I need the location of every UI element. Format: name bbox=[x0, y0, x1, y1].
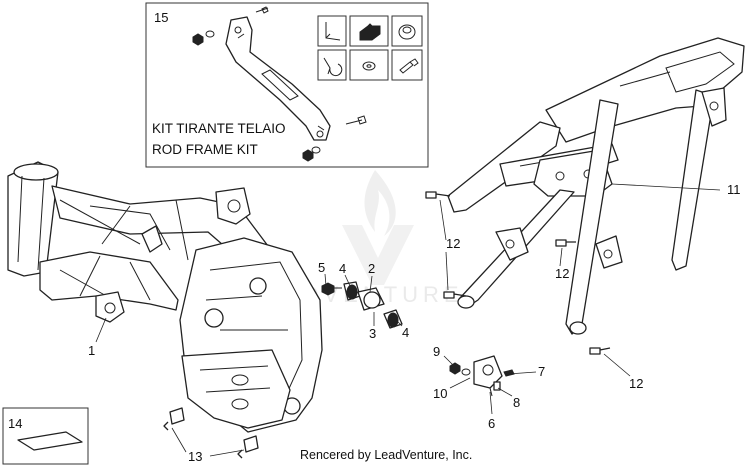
callout-12-right: 12 bbox=[629, 376, 643, 391]
kit-screw-right bbox=[345, 115, 367, 125]
rod-frame-kit-box: 15 KIT TIRANTE TELAIO ROD FRAME KIT bbox=[145, 2, 429, 168]
callout-12-left: 12 bbox=[446, 236, 460, 251]
bolt-12-mid bbox=[555, 239, 576, 247]
subframe-strut-far bbox=[671, 89, 715, 271]
cap-icon bbox=[398, 24, 416, 40]
callout-9: 9 bbox=[433, 344, 440, 359]
swingarm-bushings bbox=[321, 281, 403, 329]
kit-screw-top bbox=[255, 6, 269, 14]
lower-trellis bbox=[39, 251, 179, 311]
sensor-nut bbox=[449, 362, 461, 375]
callout-1: 1 bbox=[88, 343, 95, 358]
kit-nut-left bbox=[192, 33, 204, 46]
subframe-bolts bbox=[425, 191, 611, 355]
adhesive-pad-box: 14 bbox=[2, 407, 89, 465]
watermark-v-icon bbox=[342, 225, 414, 285]
callout-5: 5 bbox=[318, 260, 325, 275]
callout-11: 11 bbox=[727, 182, 741, 197]
bolt-12-top bbox=[425, 191, 451, 199]
callout-labels: 1 2 3 4 4 5 6 7 8 9 10 11 12 12 12 13 bbox=[88, 182, 741, 464]
sensor-washer bbox=[461, 368, 471, 376]
callout-7: 7 bbox=[538, 364, 545, 379]
callout-8: 8 bbox=[513, 395, 520, 410]
kit-title-italian: KIT TIRANTE TELAIO bbox=[152, 121, 286, 136]
sensor-assembly bbox=[449, 355, 515, 397]
leader-lines bbox=[95, 183, 721, 457]
kit-rod-strap bbox=[225, 16, 331, 141]
callout-10: 10 bbox=[433, 386, 447, 401]
kit-box-border bbox=[145, 2, 429, 168]
mounting-pins bbox=[163, 407, 259, 459]
washer-icon bbox=[362, 61, 376, 71]
box-14-number: 14 bbox=[8, 416, 22, 431]
callout-12-mid: 12 bbox=[555, 266, 569, 281]
adhesive-pad bbox=[17, 431, 83, 451]
clip-icon bbox=[359, 23, 381, 41]
kit-hardware bbox=[192, 6, 367, 162]
rear-subframe bbox=[447, 37, 745, 335]
kit-icon-grid bbox=[317, 15, 423, 81]
callout-6: 6 bbox=[488, 416, 495, 431]
sensor-screw bbox=[503, 369, 515, 377]
lower-engine-mount bbox=[181, 349, 291, 429]
mounting-pin-left bbox=[163, 407, 185, 431]
box-14-border bbox=[2, 407, 89, 465]
kit-title-english: ROD FRAME KIT bbox=[152, 142, 258, 157]
watermark-flame-icon bbox=[364, 170, 396, 236]
bolt-12-bottom bbox=[589, 347, 611, 355]
callout-4a: 4 bbox=[339, 261, 346, 276]
bracket-icon bbox=[325, 22, 341, 41]
kit-nut-bottom bbox=[302, 149, 314, 162]
bolt-icon bbox=[399, 58, 419, 74]
mounting-pin-right bbox=[237, 435, 259, 459]
clamp-icon bbox=[323, 57, 343, 77]
callout-4b: 4 bbox=[402, 325, 409, 340]
kit-washer-bottom bbox=[311, 146, 321, 154]
bushing-screw bbox=[321, 282, 335, 296]
callout-3: 3 bbox=[369, 326, 376, 341]
callout-2: 2 bbox=[368, 261, 375, 276]
rendered-by-credit: Rencered by LeadVenture, Inc. bbox=[300, 448, 472, 462]
kit-number-label: 15 bbox=[154, 10, 168, 25]
callout-13: 13 bbox=[188, 449, 202, 464]
kit-washer-left bbox=[205, 30, 215, 38]
main-frame bbox=[7, 161, 323, 433]
bolt-12-left bbox=[443, 291, 467, 299]
